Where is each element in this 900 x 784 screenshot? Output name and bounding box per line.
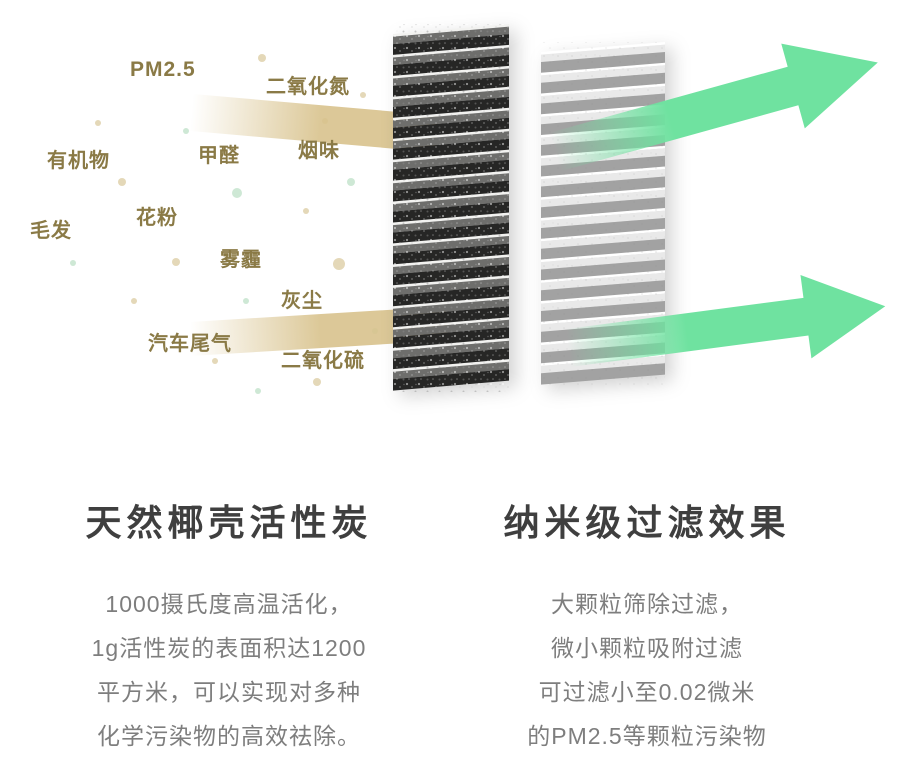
feature-text-line: 的PM2.5等颗粒污染物: [527, 723, 767, 749]
feature-nano-filtration: 纳米级过滤效果 大颗粒筛除过滤， 微小颗粒吸附过滤 可过滤小至0.02微米 的P…: [458, 494, 836, 758]
filtration-diagram: PM2.5 二氧化氮有机物 甲醛 烟味毛发 花粉雾霾灰尘汽车尾气二氧化硫: [30, 24, 886, 394]
feature-text-line: 微小颗粒吸附过滤: [551, 635, 743, 661]
pollutant-label: 二氧化氮: [266, 76, 350, 98]
feature-sections: 天然椰壳活性炭 1000摄氏度高温活化， 1g活性炭的表面积达1200 平方米，…: [0, 494, 900, 758]
feature-text-line: 可过滤小至0.02微米: [538, 679, 756, 705]
pollutant-label: 有机物: [47, 150, 110, 172]
pollutant-label: 花粉: [136, 207, 178, 229]
pollutant-label: PM2.5: [130, 58, 196, 81]
pollutant-label: 二氧化硫: [281, 350, 365, 372]
feature-heading-carbon: 天然椰壳活性炭: [85, 502, 373, 543]
hepa-filter-graphic: [541, 42, 665, 386]
pollutant-label: 汽车尾气: [148, 333, 232, 355]
feature-text-line: 1g活性炭的表面积达1200: [91, 635, 367, 661]
pollutant-label: 毛发: [30, 220, 72, 242]
feature-text-line: 大颗粒筛除过滤，: [551, 591, 743, 617]
feature-heading-nano: 纳米级过滤效果: [503, 502, 791, 543]
carbon-filter-graphic: [393, 24, 509, 392]
pollutant-label: 甲醛: [198, 145, 240, 167]
pollutant-label: 灰尘: [281, 290, 323, 312]
feature-text-line: 平方米，可以实现对多种: [97, 679, 361, 705]
pollutant-label: 烟味: [298, 140, 340, 162]
feature-text-line: 1000摄氏度高温活化，: [105, 591, 353, 617]
pollutant-label: 雾霾: [220, 249, 262, 271]
feature-activated-carbon: 天然椰壳活性炭 1000摄氏度高温活化， 1g活性炭的表面积达1200 平方米，…: [0, 494, 458, 758]
feature-text-line: 化学污染物的高效祛除。: [97, 723, 361, 749]
